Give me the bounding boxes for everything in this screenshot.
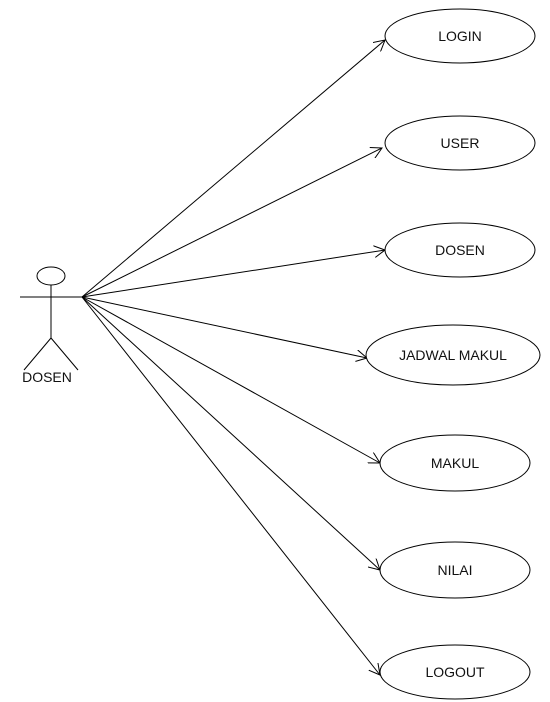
use-case-user[interactable]: USER	[384, 115, 536, 171]
use-case-ellipse	[379, 644, 531, 700]
use-case-ellipse	[384, 115, 536, 171]
use-case-label: DOSEN	[435, 242, 485, 258]
actor-label: DOSEN	[22, 369, 72, 385]
use-case-label: LOGOUT	[425, 664, 485, 680]
use-case-ellipse	[365, 324, 541, 386]
use-case-label: NILAI	[437, 562, 472, 578]
association-arrow-makul	[81, 296, 380, 463]
use-case-label: MAKUL	[431, 455, 479, 471]
association-arrow-dosen	[81, 250, 385, 298]
use-case-logout[interactable]: LOGOUT	[379, 644, 531, 700]
use-case-ellipse	[384, 222, 536, 278]
actor-dosen: DOSEN	[20, 266, 82, 385]
use-case-makul[interactable]: MAKUL	[379, 434, 531, 492]
association-arrow-logout	[81, 296, 380, 675]
association-arrow-nilai	[81, 296, 380, 570]
use-case-label: LOGIN	[438, 28, 482, 44]
use-case-label: JADWAL MAKUL	[399, 347, 507, 363]
associations	[81, 40, 385, 675]
use-case-login[interactable]: LOGIN	[384, 8, 536, 64]
use-case-nilai[interactable]: NILAI	[379, 541, 531, 599]
use-case-ellipse	[384, 8, 536, 64]
actor-right-leg	[50, 337, 79, 371]
association-arrow-user	[81, 148, 382, 298]
association-arrow-login	[81, 40, 385, 298]
use-case-jadwal-makul[interactable]: JADWAL MAKUL	[365, 324, 541, 386]
association-arrow-jadwal-makul	[81, 296, 367, 358]
actor-head-icon	[36, 266, 66, 286]
actor-left-leg	[23, 337, 52, 371]
use-case-label: USER	[441, 135, 480, 151]
use-case-ellipse	[379, 541, 531, 599]
use-case-dosen[interactable]: DOSEN	[384, 222, 536, 278]
use-case-ellipse	[379, 434, 531, 492]
